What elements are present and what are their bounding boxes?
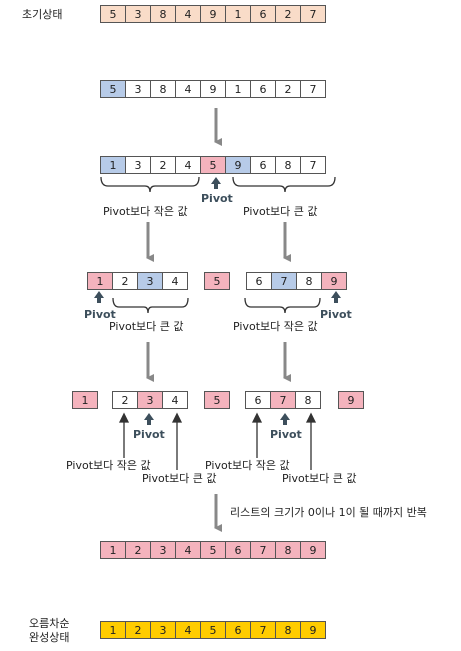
array-cell: 7 (250, 541, 276, 559)
array-cell: 8 (295, 391, 321, 409)
array-cell: 7 (250, 621, 276, 639)
array-cell: 2 (112, 391, 138, 409)
array-cell: 1 (100, 541, 126, 559)
array-cell: 6 (245, 391, 271, 409)
array-cell: 5 (200, 621, 226, 639)
array-cell: 6 (250, 80, 276, 98)
array-cell: 9 (321, 272, 347, 290)
array-cell: 2 (275, 80, 301, 98)
array-cell: 9 (338, 391, 364, 409)
array-cell: 5 (204, 272, 230, 290)
array-cell: 9 (300, 621, 326, 639)
array-cell: 3 (125, 5, 151, 23)
pivot-marker-arrow (280, 413, 290, 425)
brace (100, 176, 200, 193)
pivot-marker-arrow (94, 291, 104, 303)
array-cell: 8 (275, 621, 301, 639)
initial-state-label: 초기상태 (22, 8, 63, 21)
array-cell: 8 (150, 5, 176, 23)
array-cell: 5 (100, 5, 126, 23)
array-cell: 7 (300, 80, 326, 98)
array-cell: 1 (72, 391, 98, 409)
pivot-label: Pivot (320, 308, 352, 321)
array-cell: 3 (150, 621, 176, 639)
array-cell: 5 (200, 156, 226, 174)
array-cell: 6 (246, 272, 272, 290)
array-cell: 5 (200, 541, 226, 559)
pivot-marker-arrow (211, 177, 221, 189)
brace (244, 297, 321, 314)
pivot-label: Pivot (84, 308, 116, 321)
array-cell: 6 (250, 156, 276, 174)
array-cell: 8 (275, 156, 301, 174)
array-cell: 4 (175, 5, 201, 23)
array-cell: 6 (225, 541, 251, 559)
smaller-values-label: Pivot보다 작은 값 (103, 205, 188, 218)
array-cell: 5 (100, 80, 126, 98)
larger-values-label: Pivot보다 큰 값 (282, 472, 357, 485)
final-state-label-line1: 오름차순 (29, 617, 70, 630)
array-cell: 8 (150, 80, 176, 98)
array-cell: 1 (225, 80, 251, 98)
array-cell: 4 (162, 391, 188, 409)
array-cell: 3 (137, 272, 163, 290)
array-cell: 9 (225, 156, 251, 174)
brace (232, 176, 336, 193)
array-cell: 7 (270, 391, 296, 409)
array-cell: 9 (200, 5, 226, 23)
array-cell: 3 (125, 80, 151, 98)
array-cell: 3 (150, 541, 176, 559)
array-cell: 7 (300, 156, 326, 174)
pivot-label: Pivot (270, 428, 302, 441)
array-cell: 2 (112, 272, 138, 290)
pivot-marker-arrow (331, 291, 341, 303)
pivot-label: Pivot (201, 192, 233, 205)
array-cell: 1 (100, 621, 126, 639)
smaller-values-label: Pivot보다 작은 값 (66, 459, 151, 472)
smaller-values-label: Pivot보다 작은 값 (233, 320, 318, 333)
array-cell: 2 (125, 621, 151, 639)
array-cell: 9 (200, 80, 226, 98)
larger-values-label: Pivot보다 큰 값 (109, 320, 184, 333)
smaller-values-label: Pivot보다 작은 값 (205, 459, 290, 472)
brace (112, 297, 189, 314)
array-cell: 1 (225, 5, 251, 23)
final-state-label-line2: 완성상태 (29, 631, 70, 644)
array-cell: 6 (250, 5, 276, 23)
repeat-note: 리스트의 크기가 0이나 1이 될 때까지 반복 (230, 506, 427, 519)
array-cell: 2 (125, 541, 151, 559)
array-cell: 8 (296, 272, 322, 290)
array-cell: 4 (175, 156, 201, 174)
pivot-marker-arrow (144, 413, 154, 425)
array-cell: 4 (175, 541, 201, 559)
array-cell: 4 (162, 272, 188, 290)
array-cell: 1 (87, 272, 113, 290)
array-cell: 4 (175, 80, 201, 98)
array-cell: 2 (150, 156, 176, 174)
pivot-label: Pivot (133, 428, 165, 441)
array-cell: 4 (175, 621, 201, 639)
array-cell: 7 (300, 5, 326, 23)
array-cell: 7 (271, 272, 297, 290)
larger-values-label: Pivot보다 큰 값 (243, 205, 318, 218)
array-cell: 5 (204, 391, 230, 409)
array-cell: 8 (275, 541, 301, 559)
array-cell: 1 (100, 156, 126, 174)
larger-values-label: Pivot보다 큰 값 (142, 472, 217, 485)
array-cell: 2 (275, 5, 301, 23)
array-cell: 6 (225, 621, 251, 639)
array-cell: 3 (125, 156, 151, 174)
array-cell: 3 (137, 391, 163, 409)
array-cell: 9 (300, 541, 326, 559)
